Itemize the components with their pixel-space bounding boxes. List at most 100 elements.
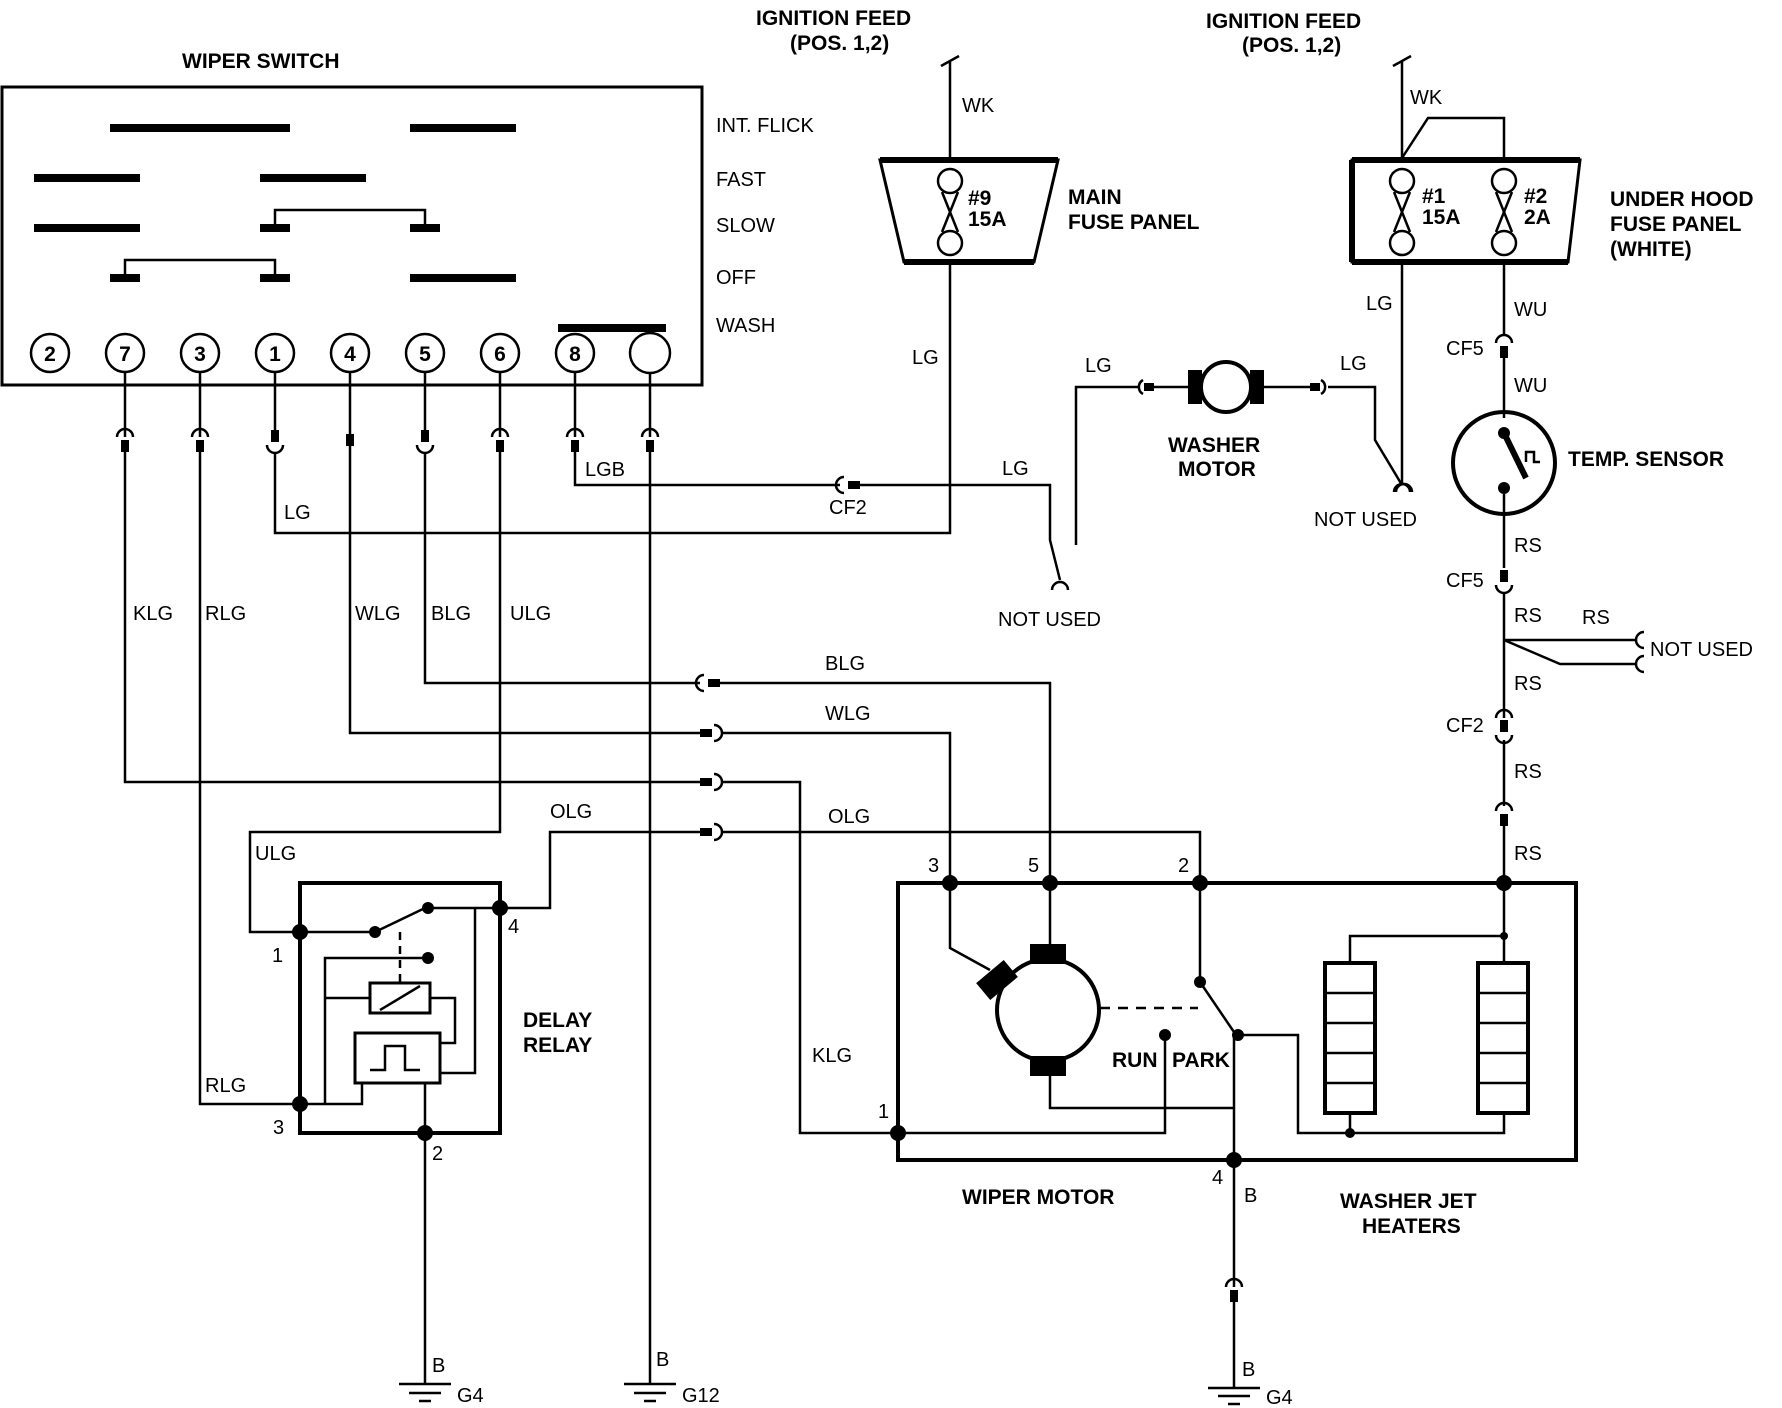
terminal-6: 6 xyxy=(479,332,521,374)
connector-cf2-right: CF2 xyxy=(1446,715,1484,737)
under-hood-line1: UNDER HOOD xyxy=(1610,188,1754,211)
wire-label-rlg-1: RLG xyxy=(205,603,246,625)
motor-harness-connectors xyxy=(694,673,724,842)
position-wash: WASH xyxy=(716,315,775,337)
wire-label-blg-2: BLG xyxy=(825,653,865,675)
position-off: OFF xyxy=(716,267,756,289)
delay-relay-line2: RELAY xyxy=(523,1034,592,1057)
svg-text:5: 5 xyxy=(419,343,431,366)
wire-label-klg-1: KLG xyxy=(133,603,173,625)
wire-label-wu-1: WU xyxy=(1514,299,1547,321)
main-fuse-panel: IGNITION FEED (POS. 1,2) WK #9 15A MAIN … xyxy=(756,7,1200,369)
fuse-2-amp: 2A xyxy=(1524,206,1551,229)
washer-motor-line2: MOTOR xyxy=(1178,458,1256,481)
terminal-2: 2 xyxy=(29,332,71,374)
motor-harness-wires: BLG WLG OLG OLG KLG xyxy=(500,653,1202,1135)
motor-pin-3: 3 xyxy=(928,855,939,877)
switch-connectors xyxy=(115,427,660,455)
fuse-9-amp: 15A xyxy=(968,208,1007,231)
feed-left-line1: IGNITION FEED xyxy=(756,7,911,30)
not-used-rs: NOT USED xyxy=(1650,639,1753,661)
motor-pin-2: 2 xyxy=(1178,855,1189,877)
wire-label-wk-2: WK xyxy=(1410,87,1443,109)
run-label: RUN xyxy=(1112,1049,1158,1072)
wiper-motor-label: WIPER MOTOR xyxy=(962,1186,1114,1209)
svg-text:G12: G12 xyxy=(682,1385,720,1407)
wire-label-lg-5: LG xyxy=(1340,353,1367,375)
connector-cf2-left: CF2 xyxy=(829,475,867,519)
wire-label-rs-4: RS xyxy=(1514,673,1542,695)
relay-pin-1: 1 xyxy=(272,945,283,967)
washer-motor-line1: WASHER xyxy=(1168,434,1260,457)
not-used-center: NOT USED xyxy=(998,580,1101,631)
temp-sensor-label: TEMP. SENSOR xyxy=(1568,448,1724,471)
wire-label-lg-3: LG xyxy=(912,347,939,369)
connector-cf5-1: CF5 xyxy=(1446,338,1484,360)
wire-label-rs-1: RS xyxy=(1514,535,1542,557)
svg-text:3: 3 xyxy=(194,343,206,366)
heaters-line2: HEATERS xyxy=(1362,1215,1461,1238)
under-hood-line2: FUSE PANEL xyxy=(1610,213,1742,236)
wire-label-ulg-1: ULG xyxy=(510,603,551,625)
fuse-1-number: #1 xyxy=(1422,185,1446,208)
relay-pin-3: 3 xyxy=(273,1117,284,1139)
connector-cf5-2: CF5 xyxy=(1446,570,1484,592)
terminal-5: 5 xyxy=(404,332,446,374)
switch-wiring: LG LGB KLG RLG WLG BLG ULG xyxy=(123,262,1062,1375)
svg-text:NOT USED: NOT USED xyxy=(998,609,1101,631)
wire-label-rs-6: RS xyxy=(1514,843,1542,865)
not-used-washer: NOT USED xyxy=(1314,509,1417,531)
wire-label-lg-6: LG xyxy=(1366,293,1393,315)
fuse-2-number: #2 xyxy=(1524,185,1547,208)
svg-text:B: B xyxy=(656,1349,669,1371)
temp-sensor-circuit: WU CF5 WU TEMP. SENSOR RS CF5 RS RS NOT … xyxy=(1446,262,1753,886)
wire-label-wk-1: WK xyxy=(962,95,995,117)
svg-text:6: 6 xyxy=(494,343,506,366)
wire-label-klg-2: KLG xyxy=(812,1045,852,1067)
wire-label-ulg-2: ULG xyxy=(255,843,296,865)
heaters-line1: WASHER JET xyxy=(1340,1190,1477,1213)
motor-pin-4: 4 xyxy=(1212,1167,1223,1189)
delay-relay-line1: DELAY xyxy=(523,1009,592,1032)
terminal-1: 1 xyxy=(254,332,296,374)
wire-label-blg-1: BLG xyxy=(431,603,471,625)
relay-pin-4: 4 xyxy=(508,916,519,938)
ground-g4-relay: B G4 xyxy=(399,1355,484,1407)
wire-label-lg-2: LG xyxy=(1002,458,1029,480)
terminal-3: 3 xyxy=(179,332,221,374)
wire-label-olg-1: OLG xyxy=(550,801,592,823)
wire-label-rs-5: RS xyxy=(1514,761,1542,783)
svg-text:B: B xyxy=(1242,1359,1255,1381)
position-slow: SLOW xyxy=(716,215,775,237)
wiper-switch-title: WIPER SWITCH xyxy=(182,50,340,73)
fuse-9-number: #9 xyxy=(968,187,991,210)
delay-relay: ULG RLG 1 3 4 2 DELAY RELAY xyxy=(205,843,592,1375)
wire-label-lg-4: LG xyxy=(1085,355,1112,377)
wire-label-lgb: LGB xyxy=(585,459,625,481)
svg-text:B: B xyxy=(432,1355,445,1377)
feed-right-line2: (POS. 1,2) xyxy=(1242,34,1341,57)
svg-text:G4: G4 xyxy=(1266,1387,1293,1408)
svg-text:2: 2 xyxy=(44,343,56,366)
wire-label-lg-1: LG xyxy=(284,502,311,524)
svg-text:B: B xyxy=(1244,1185,1257,1207)
terminal-8: 8 xyxy=(554,332,596,374)
relay-pin-2: 2 xyxy=(432,1143,443,1165)
svg-text:1: 1 xyxy=(269,343,281,366)
motor-pin-5: 5 xyxy=(1028,855,1039,877)
park-label: PARK xyxy=(1172,1049,1230,1072)
svg-text:4: 4 xyxy=(344,343,356,366)
terminal-7: 7 xyxy=(104,332,146,374)
washer-motor: LG LG WASHER MOTOR NOT USED xyxy=(1074,353,1417,545)
main-fuse-line1: MAIN xyxy=(1068,186,1122,209)
wiper-switch: WIPER SWITCH INT. FLICK FAST SLOW OFF WA… xyxy=(0,50,814,387)
fuse-1-amp: 15A xyxy=(1422,206,1461,229)
svg-text:CF2: CF2 xyxy=(829,497,867,519)
ground-g12: B G12 xyxy=(624,1349,720,1407)
motor-pin-1: 1 xyxy=(878,1101,889,1123)
wire-label-rs-3: RS xyxy=(1582,607,1610,629)
svg-text:8: 8 xyxy=(569,343,581,366)
position-fast: FAST xyxy=(716,169,766,191)
wire-label-rs-2: RS xyxy=(1514,605,1542,627)
under-hood-line3: (WHITE) xyxy=(1610,238,1692,261)
